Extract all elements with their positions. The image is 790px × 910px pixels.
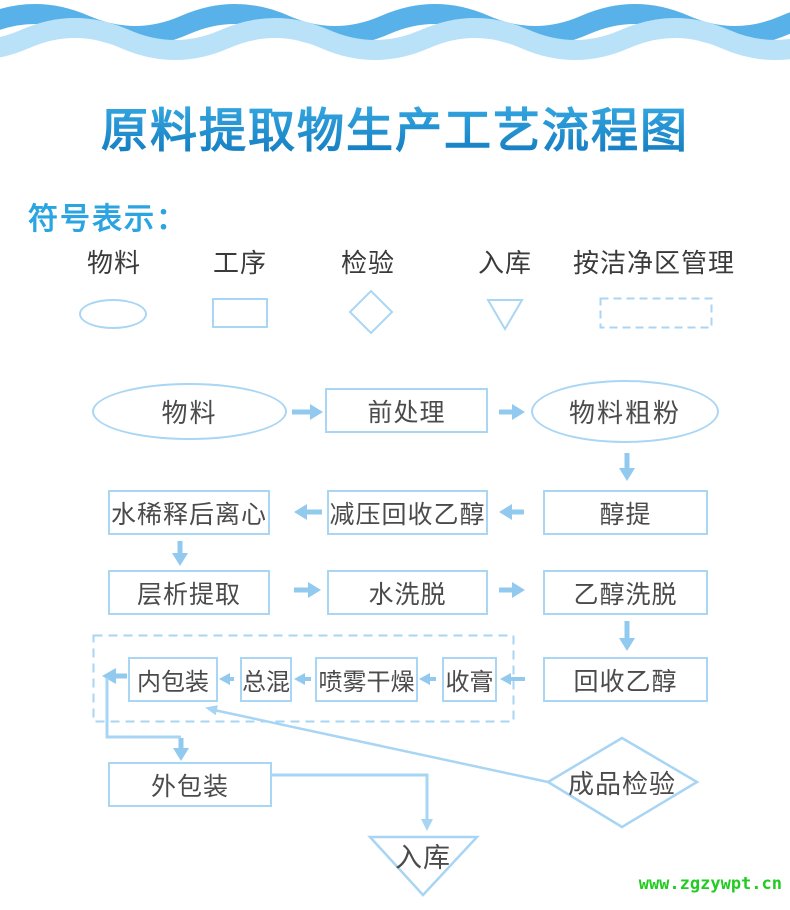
inspection-diamond-shape <box>545 736 700 829</box>
watermark: www.zgzywpt.cn <box>638 874 782 894</box>
flow-arrows <box>102 404 635 761</box>
wave-banner <box>0 4 790 60</box>
node-paste-collection: 收膏 <box>442 657 497 702</box>
node-material: 物料 <box>92 383 287 440</box>
node-water-dilution-centrifugation: 水稀释后离心 <box>108 490 270 535</box>
node-finished-product-inspection: 成品检验 <box>567 768 676 799</box>
legend-label-material: 物料 <box>86 247 141 278</box>
warehousing-triangle-shape <box>367 835 480 897</box>
node-ethanol-elution: 乙醇洗脱 <box>543 570 708 615</box>
node-inner-packaging: 内包装 <box>128 657 218 702</box>
node-final-blending: 总混 <box>240 657 292 702</box>
node-vacuum-ethanol-recovery: 减压回收乙醇 <box>327 490 488 535</box>
node-outer-packaging: 外包装 <box>108 762 272 807</box>
legend-dashed-rect-shape <box>599 297 713 329</box>
node-ethanol-recovery: 回收乙醇 <box>543 657 708 702</box>
connector-inspection-to-inner-packaging <box>213 708 549 784</box>
legend-label-clean-area: 按洁净区管理 <box>572 247 735 278</box>
legend-label-process: 工序 <box>212 247 267 278</box>
legend-label-inspection: 检验 <box>340 247 395 278</box>
wave-light <box>0 18 790 60</box>
legend-rectangle-shape <box>212 298 268 328</box>
node-water-elution: 水洗脱 <box>327 570 488 615</box>
node-coarse-powder: 物料粗粉 <box>531 380 719 443</box>
legend-ellipse-shape <box>79 299 147 329</box>
node-chromatography-extraction: 层析提取 <box>108 570 270 615</box>
connector-inner-to-outer-packaging <box>105 678 181 739</box>
clean-area-arrows <box>219 673 525 685</box>
node-ethanol-extraction: 醇提 <box>543 490 708 535</box>
legend-label-warehousing: 入库 <box>477 247 532 278</box>
node-warehousing: 入库 <box>395 842 451 873</box>
page-title: 原料提取物生产工艺流程图 <box>0 92 790 161</box>
warehousing-arrowhead <box>421 819 433 831</box>
connector-outer-packaging-to-warehousing <box>272 773 429 821</box>
legend-diamond-shape <box>348 289 394 335</box>
inner-packaging-arrowhead <box>205 705 218 716</box>
clean-area-dashed-border <box>92 634 515 723</box>
legend-heading: 符号表示： <box>28 203 188 236</box>
node-pretreatment: 前处理 <box>325 388 488 433</box>
legend-inverted-triangle-shape <box>486 299 524 331</box>
node-spray-drying: 喷雾干燥 <box>315 657 418 702</box>
